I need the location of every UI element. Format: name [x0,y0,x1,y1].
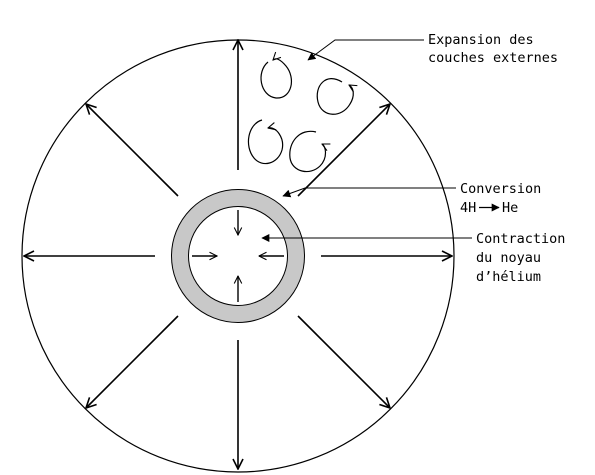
label-expansion-line2: couches externes [428,50,558,66]
arrow-outward-down-right [297,315,390,408]
convection-swirl-icon [260,59,293,99]
label-expansion-line1: Expansion des [428,32,534,48]
arrow-outward-up-right [297,104,390,197]
convection-swirl-icon [316,78,353,115]
arrow-outward-up-left [86,104,179,197]
expansion-arrows [24,40,452,469]
label-conversion-product: He [502,200,518,216]
shell-outer-edge [171,189,305,323]
label-conversion-reactant: 4H [460,200,476,216]
label-conversion-line1: Conversion [460,181,541,197]
helium-core-boundary [188,206,288,306]
fusion-shell-ring [171,189,305,323]
arrow-outward-down-left [86,315,179,408]
label-contraction-line2: du noyau [476,250,541,266]
label-contraction-line1: Contraction [476,231,565,247]
convection-swirl-icon [247,119,284,165]
label-contraction-line3: d’hélium [476,269,541,285]
convection-swirl-icon [289,130,326,173]
convection-swirls [247,59,353,173]
leader-line-conversion [282,187,456,198]
contraction-arrows [192,210,284,302]
leader-line-expansion [307,39,424,61]
